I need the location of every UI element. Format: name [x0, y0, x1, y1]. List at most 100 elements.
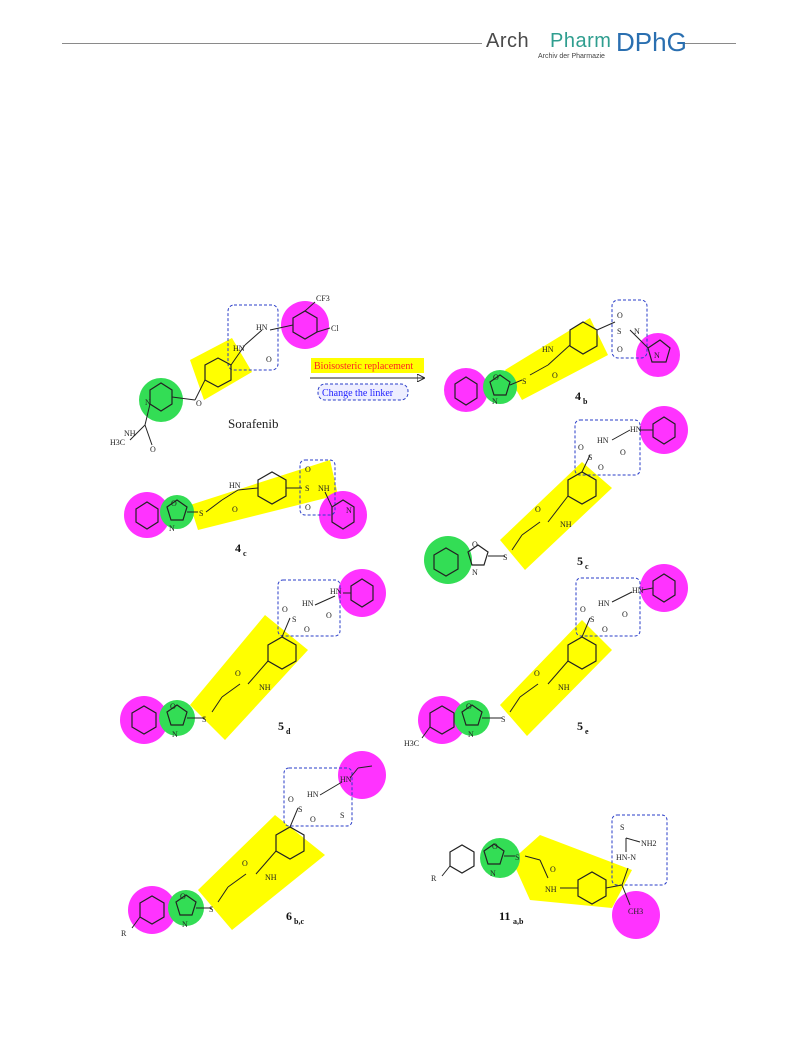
sorafenib-cf3: CF3	[316, 294, 330, 303]
c4c-label: 4	[235, 541, 241, 555]
c4b-linker-highlight	[505, 318, 608, 400]
c5e-linker-highlight	[500, 620, 612, 736]
c5c-so2-o1: O	[578, 443, 584, 452]
c5c-o: O	[472, 540, 478, 549]
c4c-label-sub: c	[243, 549, 247, 558]
c5c-s: S	[503, 553, 507, 562]
c11-o2: O	[550, 865, 556, 874]
c5d-label-sub: d	[286, 727, 291, 736]
c5c-n: N	[472, 568, 478, 577]
compound-5d: O N S O NH O S O HN HN O 5 d	[120, 569, 386, 744]
c4b-n: N	[492, 397, 498, 406]
sorafenib-h3c: H3C	[110, 438, 125, 447]
c4c-nh: NH	[318, 484, 330, 493]
c11-r: R	[431, 874, 437, 883]
c4c-s: S	[199, 509, 203, 518]
c4b-benzo-ring	[444, 368, 488, 412]
sorafenib-label: Sorafenib	[228, 416, 279, 431]
c6-nh: NH	[265, 873, 277, 882]
transformation-arrow: Bioisosteric replacement Change the link…	[310, 358, 424, 401]
arrow-label-bioisosteric: Bioisosteric replacement	[314, 361, 413, 372]
c5c-so2-o2: O	[598, 463, 604, 472]
c6-s: S	[209, 905, 213, 914]
c5c-o2: O	[535, 505, 541, 514]
c6-benzo-ring	[128, 886, 176, 934]
c5d-s: S	[202, 715, 206, 724]
c4b-label: 4	[575, 389, 581, 403]
page-header: Arch Pharm DPhG Archiv der Pharmazie	[0, 0, 793, 70]
c4c-so2-s: S	[305, 484, 309, 493]
c5c-hn-1: HN	[597, 436, 609, 445]
logo-dphg-text: DPhG	[616, 27, 687, 57]
c5e-o: O	[466, 702, 472, 711]
c5d-sulfonylurea-box	[277, 579, 341, 637]
c4b-so2-o2: O	[617, 345, 623, 354]
c5d-o2: O	[235, 669, 241, 678]
arrow-label-1-highlight	[311, 358, 424, 373]
c5e-n: N	[468, 730, 474, 739]
c6-label: 6	[286, 909, 292, 923]
c5d-nh: NH	[259, 683, 271, 692]
c4c-benzo-ring	[124, 492, 170, 538]
c5c-so2-s: S	[588, 453, 592, 462]
c5d-label: 5	[278, 719, 284, 733]
header-rule-right	[678, 43, 736, 44]
c5e-terminal-ring	[640, 564, 688, 612]
sorafenib-hn-1: HN	[256, 323, 268, 332]
arrow-label-2-box	[317, 383, 409, 401]
c5e-label: 5	[577, 719, 583, 733]
compound-4c: O N S HN O O S O NH N 4 c	[124, 459, 367, 558]
c6-hn-2: HN	[340, 775, 352, 784]
c6-o: O	[180, 892, 186, 901]
c5d-hn-2: HN	[330, 587, 342, 596]
sorafenib-pyridine-n: N	[145, 398, 151, 407]
c11-thiosemicarbazone-box	[611, 814, 668, 886]
c11-thio-s: S	[620, 823, 624, 832]
compound-6bc: R O N S O NH O S O HN HN S 6 b,c	[121, 751, 386, 938]
c5d-benzo-ring	[120, 696, 168, 744]
c5c-label: 5	[577, 554, 583, 568]
c5d-urea-o: O	[326, 611, 332, 620]
c5c-sulfonylurea-box	[574, 419, 641, 476]
c11-ch3: CH3	[628, 907, 643, 916]
c6-so2-o2: O	[310, 815, 316, 824]
c5e-hn-1: HN	[598, 599, 610, 608]
sorafenib-linker-highlight	[190, 338, 252, 400]
c6-label-sub: b,c	[294, 917, 304, 926]
c5c-urea-o: O	[620, 448, 626, 457]
c5c-hn-2: HN	[630, 425, 642, 434]
logo-arch-text: Arch	[486, 30, 530, 52]
c11-o: O	[492, 842, 498, 851]
c11-label-sub: a,b	[513, 917, 524, 926]
c6-terminal-ring	[338, 751, 386, 799]
c6-linker-highlight	[198, 815, 325, 930]
c6-n: N	[182, 920, 188, 929]
c11-nh: NH	[545, 885, 557, 894]
c5e-hn-2: HN	[632, 586, 644, 595]
c5d-so2-o2: O	[304, 625, 310, 634]
c5e-benzo-ring	[418, 696, 466, 744]
logo-pharm-text: Pharm	[550, 30, 612, 52]
sorafenib-ether-o: O	[196, 399, 202, 408]
compound-4b: O N S HN O O S O N N 4 b	[444, 299, 680, 412]
c5c-benzoxazole	[424, 536, 472, 584]
c4c-so2-o1: O	[305, 465, 311, 474]
c6-sulfonylthiourea-box	[283, 767, 353, 827]
c4b-so2-o1: O	[617, 311, 623, 320]
sorafenib-structure: CF3 Cl HN HN O O N O H3C NH Sorafenib	[110, 294, 339, 454]
c11-hn-n: HN-N	[616, 853, 636, 862]
c5d-terminal-ring	[338, 569, 386, 617]
c4c-o2: O	[232, 505, 238, 514]
c5c-nh: NH	[560, 520, 572, 529]
sorafenib-pyridine-highlight	[139, 378, 183, 422]
c5e-so2-o2: O	[602, 625, 608, 634]
c4c-ring-n: N	[346, 506, 352, 515]
c4b-sulfonamide-box	[611, 299, 648, 359]
c4c-n: N	[169, 524, 175, 533]
c5d-oxazole	[159, 700, 195, 736]
c5e-so2-o1: O	[580, 605, 586, 614]
c5e-label-sub: e	[585, 727, 589, 736]
c4c-terminal-ring	[319, 491, 367, 539]
c4b-hn: HN	[542, 345, 554, 354]
c5e-h3c: H3C	[404, 739, 419, 748]
